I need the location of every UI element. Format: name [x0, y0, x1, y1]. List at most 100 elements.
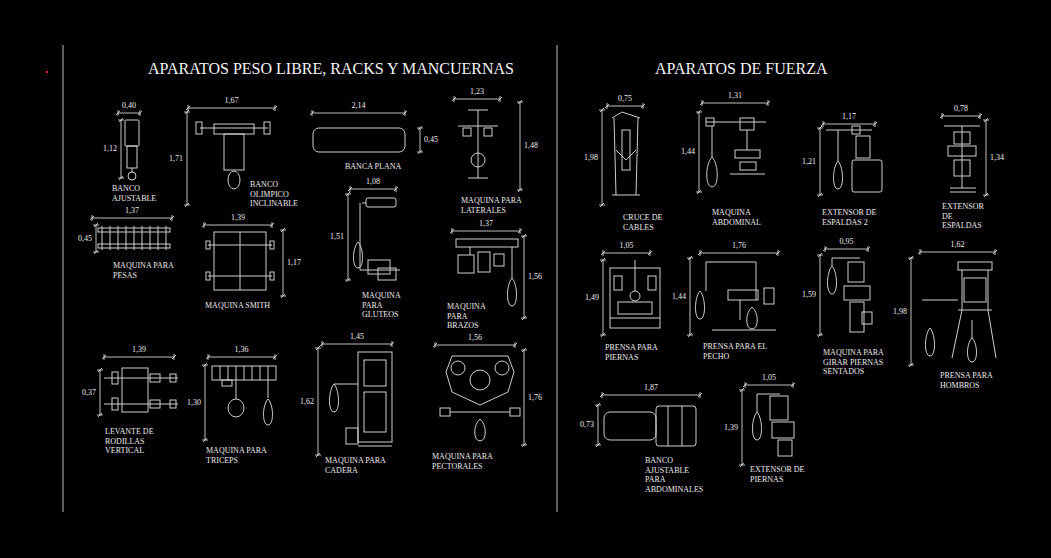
dimension-line	[820, 255, 821, 335]
equipment-stroke	[757, 394, 758, 412]
dimension-value: 1,36	[235, 345, 249, 355]
dimension-line	[98, 413, 102, 417]
equipment-stroke	[270, 272, 274, 280]
dimension-value: 1,49	[585, 293, 599, 303]
dimension-value: 1,05	[620, 241, 634, 251]
dimension-value: 1,05	[762, 373, 776, 383]
dimension-value: 0,95	[840, 237, 854, 247]
dimension-line	[346, 278, 350, 282]
equipment-stroke	[614, 276, 622, 290]
dimension-line	[206, 355, 210, 359]
equipment-stroke	[612, 195, 640, 196]
dimension-value: 1,44	[681, 147, 695, 157]
equipment-stroke	[832, 258, 860, 259]
equipment-stroke	[222, 380, 232, 386]
dimension-line	[823, 247, 827, 251]
dimension-line	[102, 355, 106, 359]
dimension-value: 1,44	[672, 292, 686, 302]
equipment-name: PRENSA PARA EL PECHO	[703, 342, 775, 361]
dimension-line	[316, 346, 320, 350]
equipment-stroke	[470, 370, 490, 390]
equipment-stroke	[450, 412, 510, 413]
dimension-line	[316, 453, 320, 457]
dimension-value: 1,67	[225, 96, 239, 106]
dimension-line	[203, 363, 207, 367]
dimension-line	[104, 357, 174, 358]
equipment-stroke	[270, 241, 274, 249]
dimension-line	[873, 122, 877, 126]
equipment-stroke	[470, 247, 471, 255]
equipment-stroke	[228, 171, 240, 189]
equipment-stroke	[636, 118, 638, 195]
dimension-value: 1,62	[300, 397, 314, 407]
dimension-line	[518, 100, 522, 104]
dimension-line	[697, 190, 701, 194]
dimension-value: 0,40	[122, 101, 136, 111]
equipment-stroke	[635, 260, 636, 291]
dimension-line	[520, 102, 521, 190]
equipment-stroke	[358, 446, 392, 447]
equipment-stroke	[125, 120, 139, 146]
equipment-stroke	[988, 270, 989, 310]
equipment-stroke	[264, 399, 273, 425]
dimension-line	[918, 250, 922, 254]
equipment-stroke	[252, 366, 253, 380]
equipment-stroke	[958, 262, 992, 270]
dimension-line	[740, 463, 744, 467]
equipment-stroke	[988, 310, 996, 358]
dimension-line	[823, 124, 875, 125]
dimension-line	[818, 126, 822, 130]
equipment-stroke	[268, 366, 269, 380]
dimension-line	[743, 383, 747, 387]
equipment-stroke	[240, 232, 241, 290]
dimension-value: 1,62	[951, 240, 965, 250]
dimension-line	[185, 110, 189, 114]
dimension-line	[172, 355, 176, 359]
equipment-stroke	[118, 226, 119, 250]
dimension-value: 1,17	[842, 112, 856, 122]
equipment-stroke	[360, 203, 361, 270]
dimension-value: 1,30	[187, 398, 201, 408]
dimension-line	[318, 348, 319, 455]
equipment-stroke	[604, 412, 656, 440]
dimension-line	[986, 120, 987, 195]
equipment-name: PRENSA PARA PIERNAS	[605, 343, 669, 362]
equipment-stroke	[610, 318, 660, 319]
equipment-stroke	[102, 226, 103, 250]
dimension-line	[90, 216, 94, 220]
equipment-stroke	[110, 226, 111, 250]
dimension-line	[601, 258, 605, 262]
equipment-stroke	[478, 110, 479, 178]
dimension-line	[454, 99, 500, 100]
dimension-line	[688, 333, 692, 337]
equipment-stroke	[368, 260, 390, 274]
equipment-stroke	[362, 203, 366, 204]
equipment-stroke	[150, 226, 151, 250]
equipment-name: BANCO AJUSTABLE PARA ABDOMINALES	[645, 456, 703, 494]
dimension-value: 0,73	[580, 420, 594, 430]
dimension-line	[92, 218, 172, 219]
equipment-stroke	[735, 150, 760, 158]
equipment-stroke	[244, 366, 245, 380]
equipment-stroke	[747, 130, 748, 150]
dimension-line	[984, 118, 988, 122]
dimension-value: 1,34	[990, 153, 1004, 163]
dimension-line	[911, 258, 912, 365]
dimension-line	[818, 253, 822, 257]
dimension-line	[513, 343, 517, 347]
equipment-stroke	[668, 406, 669, 446]
dimension-line	[940, 114, 944, 118]
dimension-line	[452, 231, 520, 232]
dimension-line	[281, 294, 285, 298]
dimension-line	[600, 203, 604, 207]
dimension-line	[524, 350, 525, 445]
dimension-line	[603, 260, 604, 335]
equipment-stroke	[128, 172, 136, 180]
dimension-value: 1,56	[528, 272, 542, 282]
equipment-stroke	[622, 130, 630, 170]
dimension-value: 0,45	[424, 135, 438, 145]
equipment-stroke	[364, 392, 386, 432]
equipment-stroke	[612, 112, 640, 118]
equipment-stroke	[330, 384, 339, 412]
equipment-stroke	[150, 400, 160, 408]
